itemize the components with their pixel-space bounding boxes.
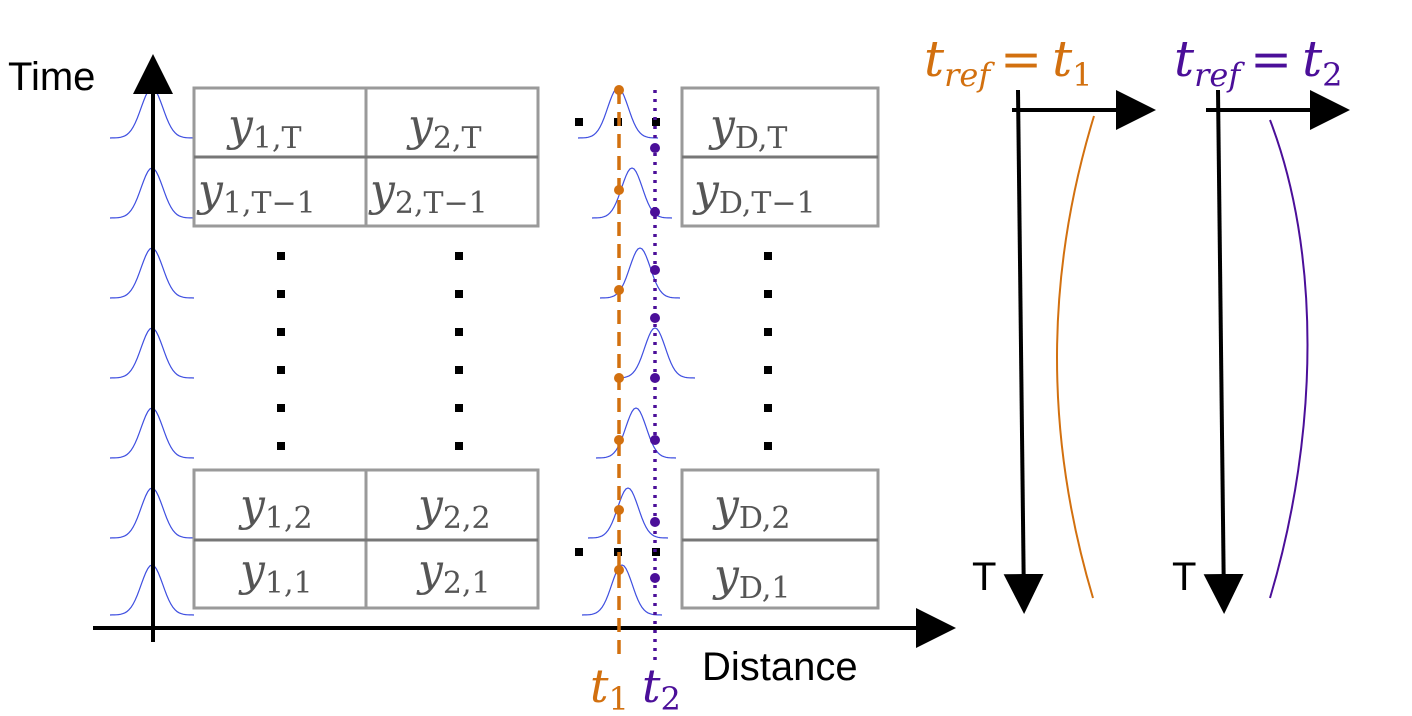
gaussian-middle-3 [599, 247, 681, 299]
gaussian-curves-middle [577, 87, 696, 616]
gaussian-middle-7 [581, 564, 663, 616]
t2-point [650, 265, 660, 275]
ellipsis-dot [277, 290, 285, 298]
ref2-T-label: T [1172, 555, 1196, 599]
ellipsis-dot [764, 252, 772, 260]
vertical-ellipsis-dots [277, 252, 772, 450]
ellipsis-dot [455, 252, 463, 260]
ref2-vertical-arrow [1203, 89, 1244, 614]
t2-label: t2 [642, 659, 681, 716]
gaussian-middle-4 [614, 327, 696, 379]
t1-point [614, 435, 624, 445]
ellipsis-dot [277, 252, 285, 260]
gaussian-middle-5 [595, 407, 677, 459]
ref1-curve [1056, 115, 1095, 599]
t1-point [614, 85, 624, 95]
ref-eq-t2: tref=t2 [1174, 30, 1343, 94]
ellipsis-dot [455, 404, 463, 412]
cell-y12: y1,2 [238, 480, 313, 536]
cell-y11: y1,1 [238, 545, 313, 601]
cell-y21: y2,1 [416, 545, 491, 601]
distance-axis-label: Distance [702, 645, 858, 689]
ref-panel-t2: tref=t2 T [1172, 30, 1350, 614]
t2-point [650, 573, 660, 583]
ellipsis-dot [455, 328, 463, 336]
ellipsis-dot [764, 290, 772, 298]
t2-point [650, 313, 660, 323]
ref-eq-t1: tref=t1 [924, 30, 1093, 94]
ellipsis-dot [764, 366, 772, 374]
gaussian-middle-2 [591, 167, 673, 219]
ref1-T-label: T [972, 555, 996, 599]
t2-point [650, 207, 660, 217]
ellipsis-dot [455, 290, 463, 298]
t2-sample-points [650, 143, 660, 583]
ellipsis-dot [764, 328, 772, 336]
t2-point [650, 373, 660, 383]
ref1-vertical-arrow [1003, 89, 1044, 614]
ref-panel-t1: tref=t1 T [924, 30, 1156, 614]
bottom-row-1: y1,1 y2,1 yD,1 [238, 545, 790, 606]
time-axis-label: Time [8, 55, 95, 99]
ellipsis-dot [277, 366, 285, 374]
cell-y1T: y1,T [226, 100, 302, 156]
ellipsis-dot [455, 366, 463, 374]
cell-y22: y2,2 [416, 480, 491, 536]
t1-point [614, 373, 624, 383]
t1-point [614, 185, 624, 195]
cell-yD1: yD,1 [712, 550, 790, 606]
t2-point [650, 517, 660, 527]
t1-point [614, 565, 624, 575]
cell-y1T-1: y1,T−1 [196, 165, 316, 221]
ellipsis-dot [277, 442, 285, 450]
top-row-T: y1,T y2,T yD,T [226, 100, 787, 156]
ref2-curve [1269, 119, 1309, 599]
top-grid-right [680, 86, 880, 228]
ellipsis-dot [764, 404, 772, 412]
gaussian-middle-6 [587, 487, 669, 539]
t2-point [650, 143, 660, 153]
cell-y2T-1: y2,T−1 [368, 165, 488, 221]
bottom-grid-right [680, 468, 880, 610]
cell-yDT-1: yD,T−1 [692, 165, 816, 221]
ellipsis-dot [455, 442, 463, 450]
bottom-row-2: y1,2 y2,2 yD,2 [238, 480, 790, 536]
t1-label: t1 [590, 659, 629, 716]
cell-yD2: yD,2 [712, 480, 790, 536]
top-grid-left [192, 86, 540, 228]
ellipsis-dot [277, 328, 285, 336]
t1-point [614, 285, 624, 295]
cell-yDT: yD,T [708, 100, 787, 156]
cell-y2T: y2,T [406, 100, 482, 156]
ellipsis-dot [764, 442, 772, 450]
bottom-grid-left [192, 468, 540, 610]
t1-sample-points [614, 85, 624, 575]
t1-point [614, 505, 624, 515]
t2-point [650, 435, 660, 445]
top-row-T-1: y1,T−1 y2,T−1 yD,T−1 [196, 165, 816, 221]
ellipsis-dot [277, 404, 285, 412]
